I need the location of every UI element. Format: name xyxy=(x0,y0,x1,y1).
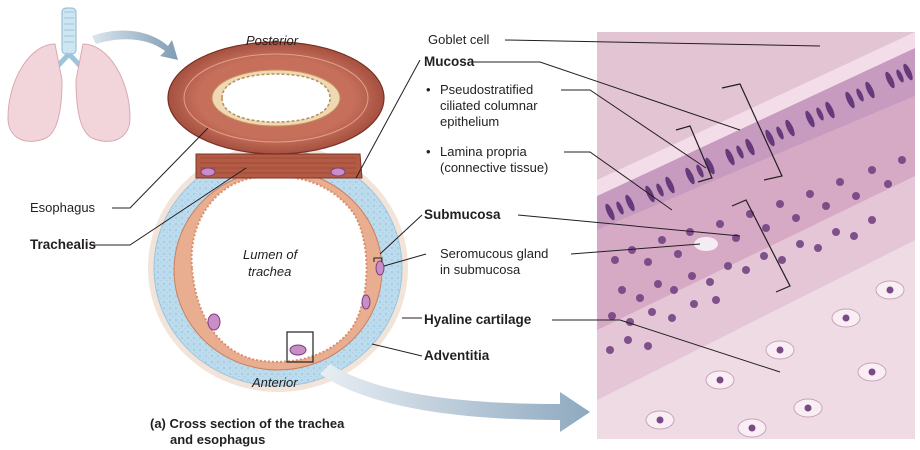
label-pseudo-line2: ciliated columnar xyxy=(440,98,538,113)
leader-lines xyxy=(90,39,821,373)
label-gland-line2: in submucosa xyxy=(440,262,521,277)
label-gland-line1: Seromucous gland xyxy=(440,246,549,261)
figure-caption: (a) Cross section of the trachea and eso… xyxy=(150,416,344,448)
lumen-label-line1: Lumen of xyxy=(243,247,298,262)
histology-micrograph xyxy=(597,32,915,439)
caption-line1: (a) Cross section of the trachea xyxy=(150,416,345,431)
lumen xyxy=(190,175,368,363)
label-goblet-cell: Goblet cell xyxy=(428,32,490,47)
label-lamina-line2: (connective tissue) xyxy=(440,160,549,175)
orientation-posterior: Posterior xyxy=(246,33,299,48)
label-lamina-line1: Lamina propria xyxy=(440,144,527,159)
cross-section xyxy=(148,41,408,392)
zoom-arrow xyxy=(320,364,590,432)
bullet-lamina: • xyxy=(426,144,431,159)
label-pseudo-line1: Pseudostratified xyxy=(440,82,534,97)
esophagus-lumen xyxy=(221,73,331,123)
label-adventitia: Adventitia xyxy=(424,348,490,363)
label-hyaline-cartilage: Hyaline cartilage xyxy=(424,312,532,327)
lungs-icon xyxy=(7,7,131,142)
caption-line2: and esophagus xyxy=(170,432,266,447)
label-submucosa: Submucosa xyxy=(424,207,501,222)
zoom-box xyxy=(286,331,314,363)
bullet-pseudostratified: • xyxy=(426,82,431,97)
orientation-anterior: Anterior xyxy=(252,375,298,390)
trachealis-muscle xyxy=(195,153,363,179)
lungs-to-section-arrow xyxy=(92,30,178,60)
label-mucosa: Mucosa xyxy=(424,54,475,69)
label-trachealis: Trachealis xyxy=(30,237,97,252)
label-pseudo-line3: epithelium xyxy=(440,114,500,129)
lumen-label-line2: trachea xyxy=(248,264,292,279)
label-esophagus: Esophagus xyxy=(30,200,96,215)
